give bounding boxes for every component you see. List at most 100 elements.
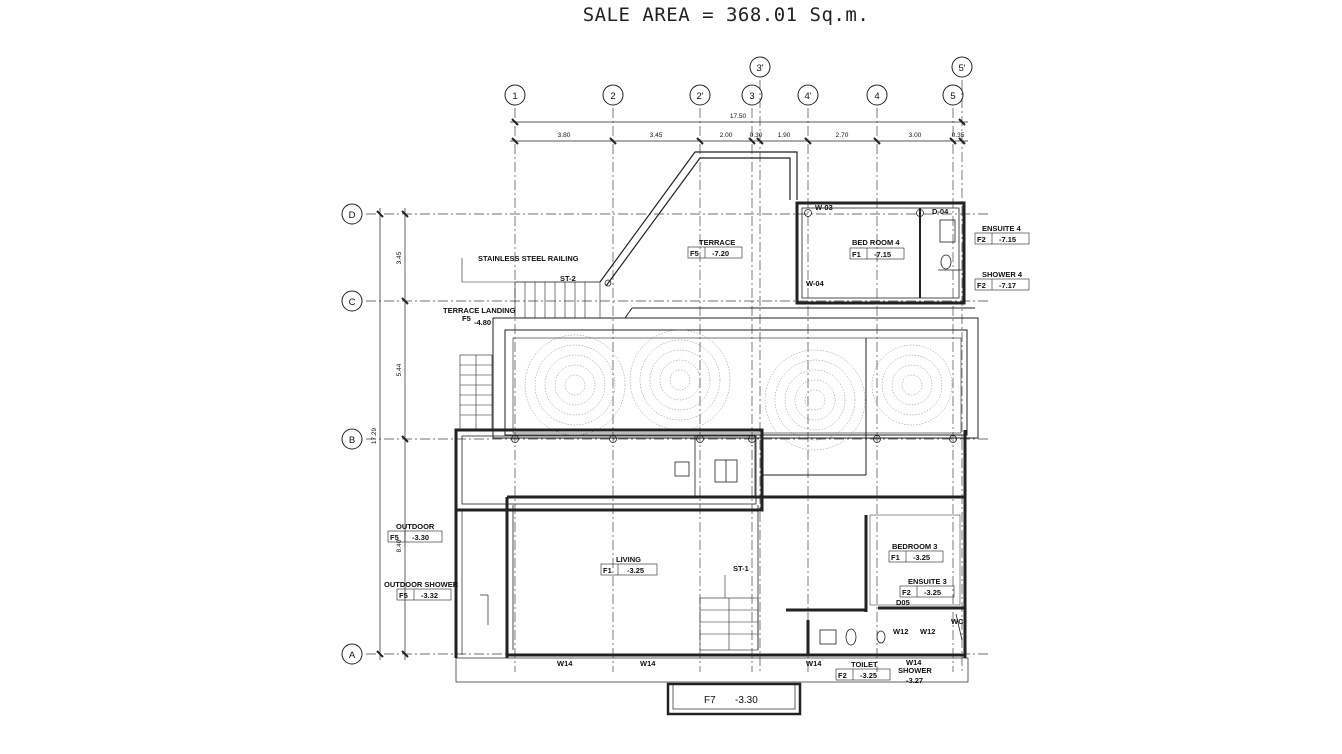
- room-name-shower4: SHOWER 4: [982, 270, 1023, 279]
- room-name-ensuite3: ENSUITE 3: [908, 577, 947, 586]
- room-level-outdoor: -3.30: [412, 533, 429, 542]
- room-code-outdoor-shower: F5: [399, 591, 408, 600]
- room-level-ensuite3: -3.25: [924, 588, 941, 597]
- w12-note-a: W12: [893, 627, 908, 636]
- grid-column-bubbles: [504, 56, 973, 106]
- room-labels: TERRACE F5 -7.20 BED ROOM 4 F1 -7.15 ENS…: [384, 224, 1023, 706]
- room-level-bedroom3: -3.25: [913, 553, 930, 562]
- room-name-living: LIVING: [616, 555, 641, 564]
- room-code-bedroom3: F1: [891, 553, 900, 562]
- columns: [511, 209, 957, 443]
- room-level-toilet: -3.25: [860, 671, 877, 680]
- room-code-ensuite3: F2: [902, 588, 911, 597]
- grid-col-3: 3: [749, 91, 754, 102]
- w12-note-b: W12: [920, 627, 935, 636]
- room-code-living: F1: [603, 566, 612, 575]
- st2-note: ST-2: [560, 274, 576, 283]
- terrace-landing-level: -4.80: [474, 318, 491, 327]
- pool-water-ripples: [524, 329, 953, 451]
- grid-col-2: 2: [610, 91, 615, 102]
- w03-note: W-03: [815, 203, 833, 212]
- terrace-landing-name: TERRACE LANDING: [443, 306, 516, 315]
- d04-note: D-04: [932, 207, 949, 216]
- terrace-outline: [599, 151, 798, 287]
- w14-note-d: W14: [906, 658, 922, 667]
- room-level-ensuite4: -7.15: [999, 235, 1016, 244]
- level-tags: [387, 232, 1030, 681]
- room-name-toilet: TOILET: [851, 660, 878, 669]
- dim-top-8: 0.35: [952, 132, 965, 139]
- bedroom4-walls: [795, 201, 966, 305]
- stair-west: [459, 354, 493, 431]
- top-dimension-lines: [510, 121, 968, 142]
- room-name-terrace: TERRACE: [699, 238, 735, 247]
- grid-lines: [366, 80, 990, 672]
- wc-note: WC: [951, 617, 964, 626]
- room-name-bedroom4: BED ROOM 4: [852, 238, 900, 247]
- main-floor-walls: [454, 428, 967, 658]
- grid-row-a: A: [349, 650, 356, 661]
- outdoor-outline: [455, 510, 969, 683]
- room-code-ensuite4: F2: [977, 235, 986, 244]
- grid-row-bubbles: [341, 203, 363, 665]
- grid-col-2p: 2': [696, 91, 703, 102]
- room-code-terrace: F5: [690, 249, 699, 258]
- grid-labels: 1 2 2' 3' 3 4' 4 5' 5 D C B A: [349, 63, 966, 661]
- pool-deck: [492, 307, 979, 476]
- w04-note: W-04: [806, 279, 825, 288]
- st1-note: ST-1: [733, 564, 749, 573]
- room-name-bedroom3: BEDROOM 3: [892, 542, 937, 551]
- dim-top-7: 3.00: [909, 132, 922, 139]
- room-name-ensuite4: ENSUITE 4: [982, 224, 1022, 233]
- dim-top-3: 2.00: [720, 132, 733, 139]
- grid-col-4: 4: [874, 91, 879, 102]
- dim-left-1: 3.45: [396, 251, 403, 264]
- grid-row-b: B: [349, 435, 355, 446]
- grid-col-3p: 3': [756, 63, 763, 74]
- room-level-bedroom4: -7.15: [874, 250, 891, 259]
- grid-col-1: 1: [512, 91, 517, 102]
- w14-note-c: W14: [806, 659, 822, 668]
- dim-left-2: 5.44: [396, 363, 403, 376]
- room-name-outdoor: OUTDOOR: [396, 522, 435, 531]
- f7-box: [666, 682, 802, 716]
- dimension-texts: 17.50 3.80 3.45 2.00 0.30 1.90 2.70 3.00…: [371, 113, 965, 552]
- bedroom4-inner: [801, 207, 962, 299]
- railing-note: STAINLESS STEEL RAILING: [478, 254, 579, 263]
- shower-level: -3.27: [906, 676, 923, 685]
- grid-col-4p: 4': [804, 91, 811, 102]
- room-level-shower4: -7.17: [999, 281, 1016, 290]
- grid-row-d: D: [349, 210, 356, 221]
- left-dimension-lines: [379, 208, 406, 660]
- dim-top-1: 3.80: [558, 132, 571, 139]
- dim-top-4: 0.30: [750, 132, 763, 139]
- room-code-shower4: F2: [977, 281, 986, 290]
- notes: STAINLESS STEEL RAILING ST-2 ST-1 W-03 W…: [478, 203, 964, 668]
- dim-left-3: 8.40: [396, 539, 403, 552]
- dim-left-total: 17.29: [371, 427, 378, 444]
- room-code-bedroom4: F1: [852, 250, 861, 259]
- room-level-f7: -3.30: [735, 695, 758, 706]
- terrace-landing-code: F5: [462, 314, 471, 323]
- room-level-terrace: -7.20: [712, 249, 729, 258]
- dim-top-2: 3.45: [650, 132, 663, 139]
- dim-top-5: 1.90: [778, 132, 791, 139]
- grid-col-5p: 5': [958, 63, 965, 74]
- room-name-outdoor-shower: OUTDOOR SHOWER: [384, 580, 459, 589]
- w14-note-b: W14: [640, 659, 656, 668]
- shower-label: SHOWER: [898, 666, 932, 675]
- room-level-living: -3.25: [627, 566, 644, 575]
- room-level-outdoor-shower: -3.32: [421, 591, 438, 600]
- d05-note: D05: [896, 598, 910, 607]
- w14-note-a: W14: [557, 659, 573, 668]
- room-code-f7: F7: [704, 695, 716, 706]
- dim-top-6: 2.70: [836, 132, 849, 139]
- sale-area-title: SALE AREA = 368.01 Sq.m.: [582, 4, 870, 26]
- grid-col-5: 5: [950, 91, 955, 102]
- main-floor-inner: [461, 435, 963, 650]
- room-code-outdoor: F5: [390, 533, 399, 542]
- grid-row-c: C: [349, 297, 356, 308]
- stair-st1: [699, 575, 759, 651]
- room-code-toilet: F2: [838, 671, 847, 680]
